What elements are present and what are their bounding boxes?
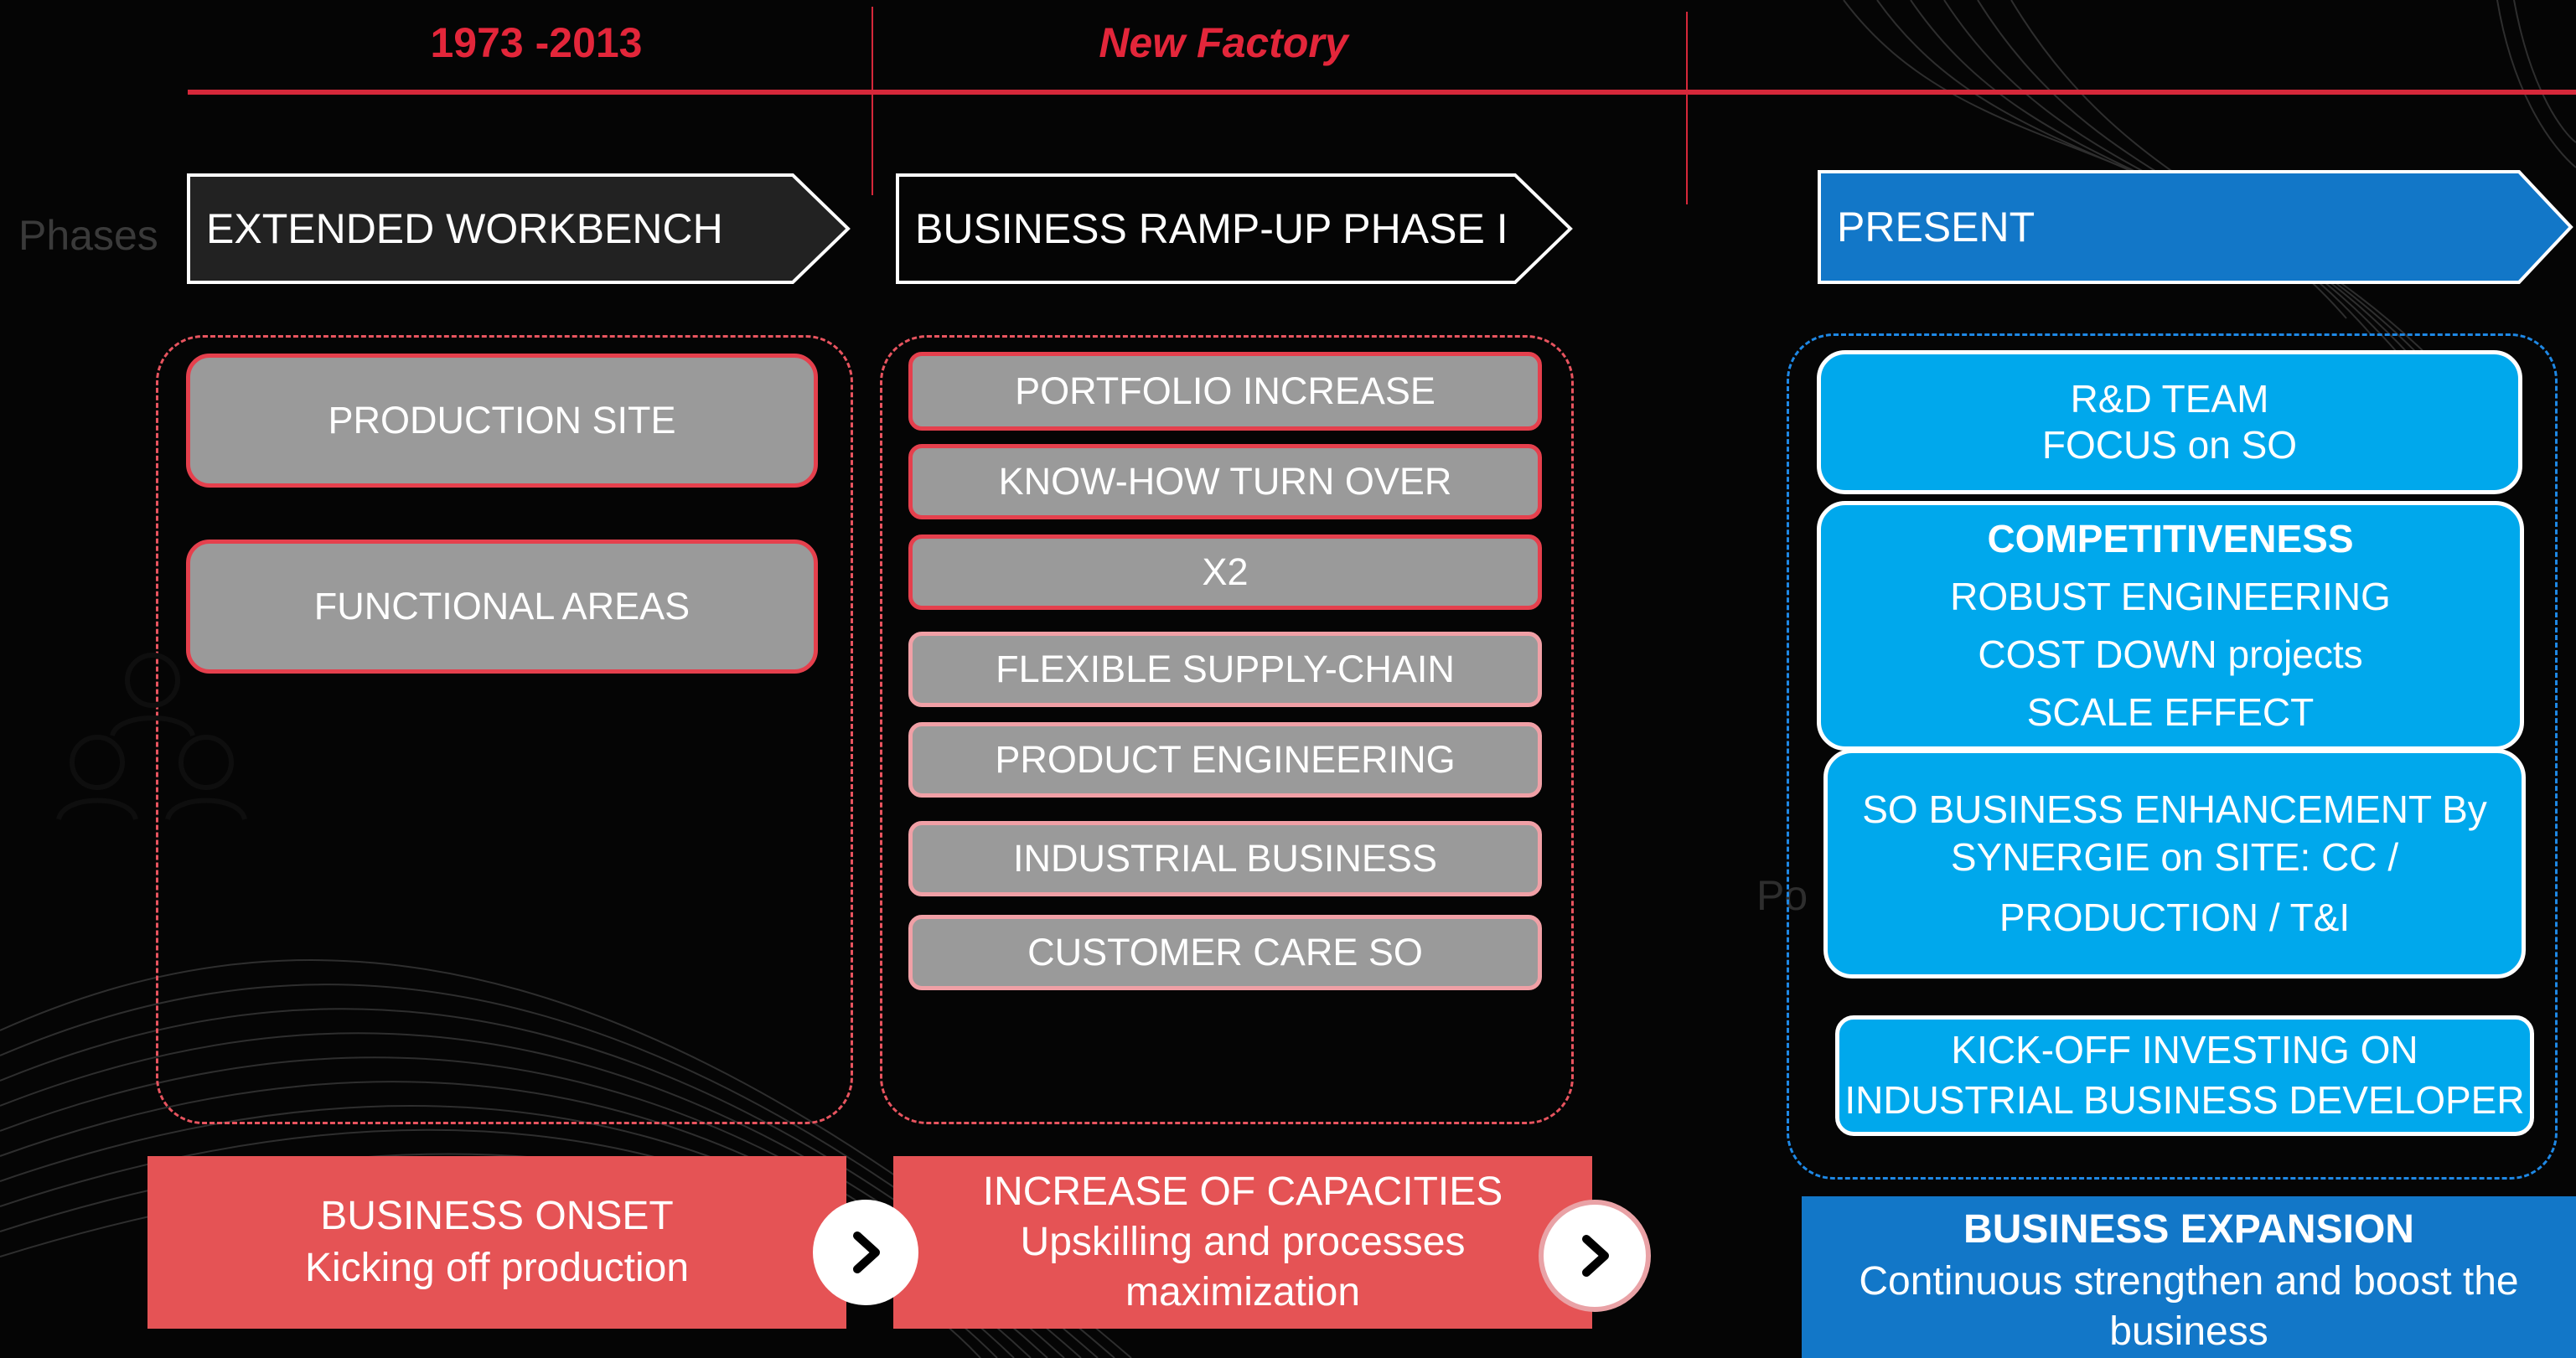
phase-extended-workbench: EXTENDED WORKBENCH bbox=[206, 205, 723, 252]
chevron-right-icon bbox=[1582, 1235, 1609, 1277]
banner-increase-of-capacities: INCREASE OF CAPACITIES Upskilling and pr… bbox=[893, 1156, 1592, 1329]
column-2-frame bbox=[880, 335, 1574, 1124]
timeline-line bbox=[188, 90, 2576, 95]
box-x2: X2 bbox=[908, 534, 1542, 610]
so-business-line-3: PRODUCTION / T&I bbox=[1999, 895, 2351, 939]
competitiveness-title: COMPETITIVENESS bbox=[1987, 517, 2354, 560]
phase-present: PRESENT bbox=[1837, 204, 2035, 250]
box-so-business-enhancement: SO BUSINESS ENHANCEMENT By SYNERGIE on S… bbox=[1823, 749, 2526, 978]
column-3-frame bbox=[1787, 333, 2558, 1180]
banner-2-subtitle-2: maximization bbox=[1125, 1270, 1361, 1314]
phase-arrow-shape-2 bbox=[896, 173, 1573, 284]
banner-3-subtitle: Continuous strengthen and boost the bbox=[1859, 1259, 2519, 1304]
box-customer-care-so: CUSTOMER CARE SO bbox=[908, 915, 1542, 990]
banner-3-subtitle-2: business bbox=[2109, 1309, 2268, 1354]
kick-off-line-2: INDUSTRIAL BUSINESS DEVELOPER bbox=[1844, 1078, 2525, 1122]
box-competitiveness: COMPETITIVENESS ROBUST ENGINEERING COST … bbox=[1817, 501, 2524, 751]
rd-team-line-1: R&D TEAM bbox=[2070, 376, 2269, 421]
box-product-engineering: PRODUCT ENGINEERING bbox=[908, 722, 1542, 798]
partial-label: Po bbox=[1756, 872, 1808, 919]
box-know-how-turn-over: KNOW-HOW TURN OVER bbox=[908, 444, 1542, 519]
box-portfolio-increase: PORTFOLIO INCREASE bbox=[908, 352, 1542, 431]
so-business-line-1: SO BUSINESS ENHANCEMENT By bbox=[1862, 787, 2487, 831]
box-flexible-supply-chain: FLEXIBLE SUPPLY-CHAIN bbox=[908, 632, 1542, 707]
banner-3-title: BUSINESS EXPANSION bbox=[1963, 1207, 2414, 1252]
period-label-1973-2013: 1973 -2013 bbox=[430, 19, 643, 66]
timeline-divider-1 bbox=[872, 7, 873, 195]
banner-1-title: BUSINESS ONSET bbox=[320, 1193, 674, 1238]
competitiveness-line-2: COST DOWN projects bbox=[1978, 633, 2363, 676]
competitiveness-line-1: ROBUST ENGINEERING bbox=[1950, 575, 2391, 618]
banner-business-onset: BUSINESS ONSET Kicking off production bbox=[147, 1156, 846, 1329]
chevron-right-icon bbox=[853, 1231, 880, 1273]
so-business-line-2: SYNERGIE on SITE: CC / bbox=[1950, 835, 2399, 880]
phases-label: Phases bbox=[18, 212, 158, 259]
box-industrial-business: INDUSTRIAL BUSINESS bbox=[908, 821, 1542, 896]
kick-off-line-1: KICK-OFF INVESTING ON bbox=[1951, 1028, 2418, 1072]
phase-arrow-shape-3 bbox=[1818, 170, 2573, 284]
phase-business-ramp-up: BUSINESS RAMP-UP PHASE I bbox=[915, 205, 1508, 252]
box-kick-off-investing: KICK-OFF INVESTING ON INDUSTRIAL BUSINES… bbox=[1835, 1015, 2534, 1136]
banner-2-title: INCREASE OF CAPACITIES bbox=[982, 1170, 1503, 1214]
rd-team-line-2: FOCUS on SO bbox=[2041, 423, 2298, 467]
people-group-icon bbox=[56, 653, 247, 821]
box-rd-team: R&D TEAM FOCUS on SO bbox=[1817, 350, 2522, 494]
next-button-1[interactable] bbox=[813, 1200, 918, 1305]
banner-2-subtitle: Upskilling and processes bbox=[1020, 1220, 1466, 1264]
phase-arrow-shape-1 bbox=[187, 173, 851, 284]
competitiveness-line-3: SCALE EFFECT bbox=[2026, 690, 2315, 734]
column-1-frame bbox=[156, 335, 853, 1124]
timeline-divider-2 bbox=[1686, 12, 1688, 204]
box-functional-areas: FUNCTIONAL AREAS bbox=[186, 540, 818, 674]
banner-business-expansion: BUSINESS EXPANSION Continuous strengthen… bbox=[1802, 1196, 2576, 1358]
next-button-2[interactable] bbox=[1539, 1200, 1651, 1312]
period-label-new-factory: New Factory bbox=[1099, 19, 1348, 66]
box-production-site: PRODUCTION SITE bbox=[186, 354, 818, 488]
banner-1-subtitle: Kicking off production bbox=[304, 1246, 690, 1290]
